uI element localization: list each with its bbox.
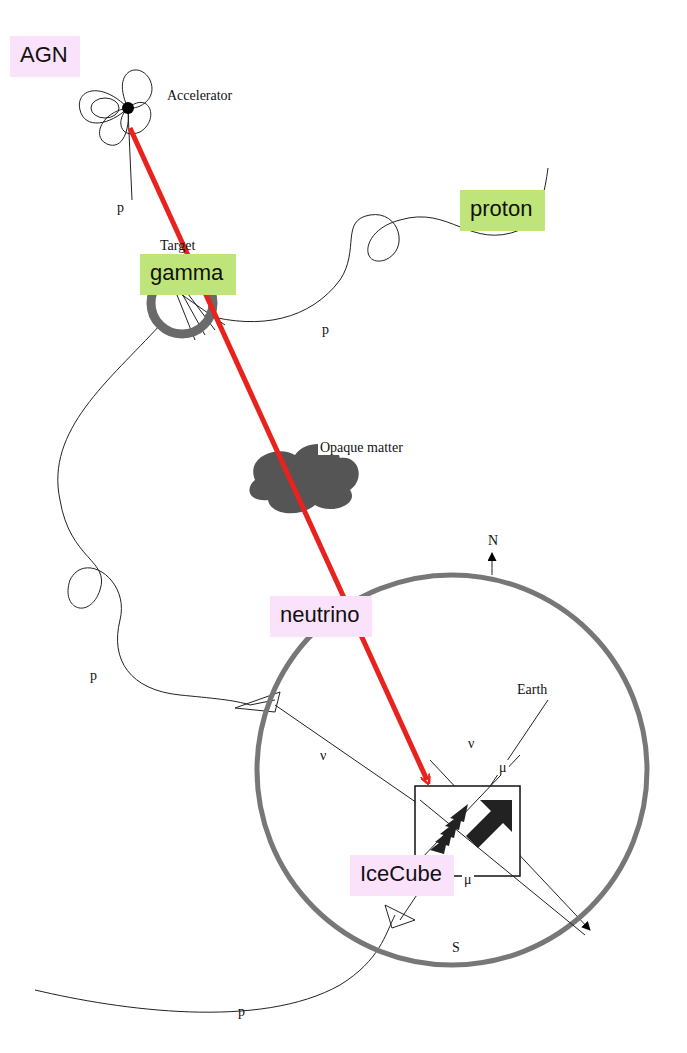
part-name: Target	[158, 238, 197, 253]
particle-label: neutrino	[270, 596, 372, 637]
particle-symbol: ν	[318, 748, 328, 763]
detector-arrow	[466, 800, 512, 848]
compass-label: N	[486, 533, 500, 548]
particle-symbol: p	[320, 322, 331, 337]
accelerator-loop	[100, 70, 152, 145]
particle-label: gamma	[140, 254, 236, 295]
particle-symbol: ν	[466, 736, 476, 751]
label-text: proton	[470, 196, 535, 222]
source-label: AGN	[10, 36, 80, 77]
part-name: Accelerator	[165, 88, 234, 103]
particle-symbol: μ	[462, 872, 474, 887]
muon-track	[420, 755, 520, 860]
cherenkov-cones	[430, 804, 468, 854]
proton-path	[205, 168, 548, 322]
label-text: gamma	[150, 260, 226, 286]
label-text: IceCube	[360, 861, 444, 887]
cone-stroke	[450, 804, 468, 822]
particle-symbol: p	[236, 1004, 247, 1019]
label-text: neutrino	[280, 602, 362, 628]
earth-circle	[257, 575, 647, 965]
part-name: Earth	[515, 682, 549, 697]
compass-label: S	[450, 940, 462, 955]
particle-symbol: p	[88, 668, 99, 683]
accelerator-loop	[91, 98, 119, 118]
accelerator-core	[122, 102, 134, 114]
label-text: AGN	[20, 42, 70, 68]
particle-symbol: μ	[497, 760, 509, 775]
particle-symbol: p	[115, 200, 126, 215]
particle-label: proton	[460, 190, 545, 231]
detector-label: IceCube	[350, 855, 454, 896]
proton-path	[128, 110, 132, 200]
proton-path	[58, 325, 250, 705]
neutrino-arrow	[130, 128, 427, 780]
part-name: Opaque matter	[318, 440, 405, 455]
north-arrow	[492, 553, 493, 575]
air-shower	[385, 905, 415, 928]
